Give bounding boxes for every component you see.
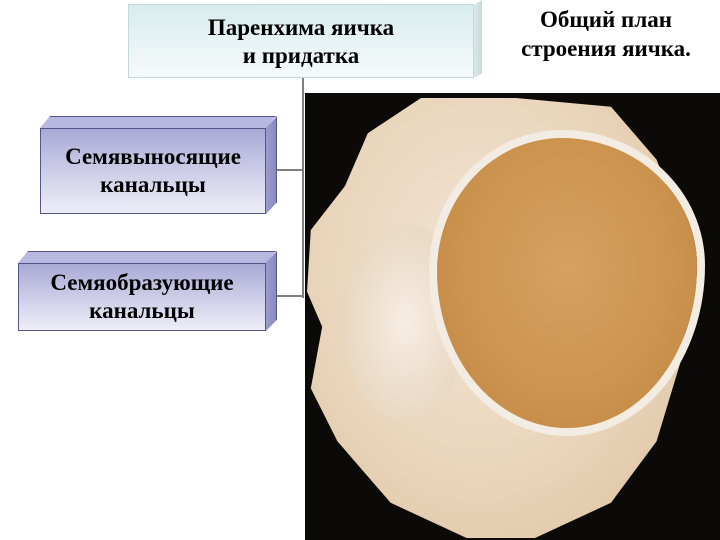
- connector-to-efferent: [276, 169, 303, 171]
- slide-title-line1: Общий план: [540, 7, 672, 32]
- child-box-line2: канальцы: [100, 172, 206, 197]
- box-side-bevel: [266, 116, 277, 214]
- child-box-line2: канальцы: [89, 298, 195, 323]
- connector-to-seminiferous: [276, 295, 303, 297]
- child-box-line1: Семяобразующие: [50, 270, 234, 296]
- root-box-line2: и придатка: [242, 43, 360, 68]
- box-top-bevel: [40, 116, 276, 128]
- child-box-face: Семяобразующие канальцы: [18, 263, 266, 331]
- slide-title: Общий план строения яичка.: [492, 6, 720, 64]
- testis-parenchyma-region: [437, 138, 697, 428]
- box-side-bevel: [266, 251, 277, 331]
- child-box-line1: Семявыносящие: [65, 144, 241, 170]
- child-box-seminiferous-tubules: Семяобразующие канальцы: [18, 251, 278, 333]
- box-side-bevel: [474, 0, 482, 78]
- box-top-bevel: [18, 251, 276, 263]
- connector-vertical: [302, 78, 304, 298]
- root-box-face: Паренхима яичка и придатка: [128, 4, 474, 78]
- testis-cross-section-photo: [305, 93, 720, 540]
- root-box-line1: Паренхима яичка: [207, 15, 395, 41]
- child-box-efferent-ducts: Семявыносящие канальцы: [40, 116, 278, 216]
- child-box-face: Семявыносящие канальцы: [40, 128, 266, 214]
- root-box-parenchyma: Паренхима яичка и придатка: [128, 0, 484, 80]
- slide-title-line2: строения яичка.: [521, 35, 691, 61]
